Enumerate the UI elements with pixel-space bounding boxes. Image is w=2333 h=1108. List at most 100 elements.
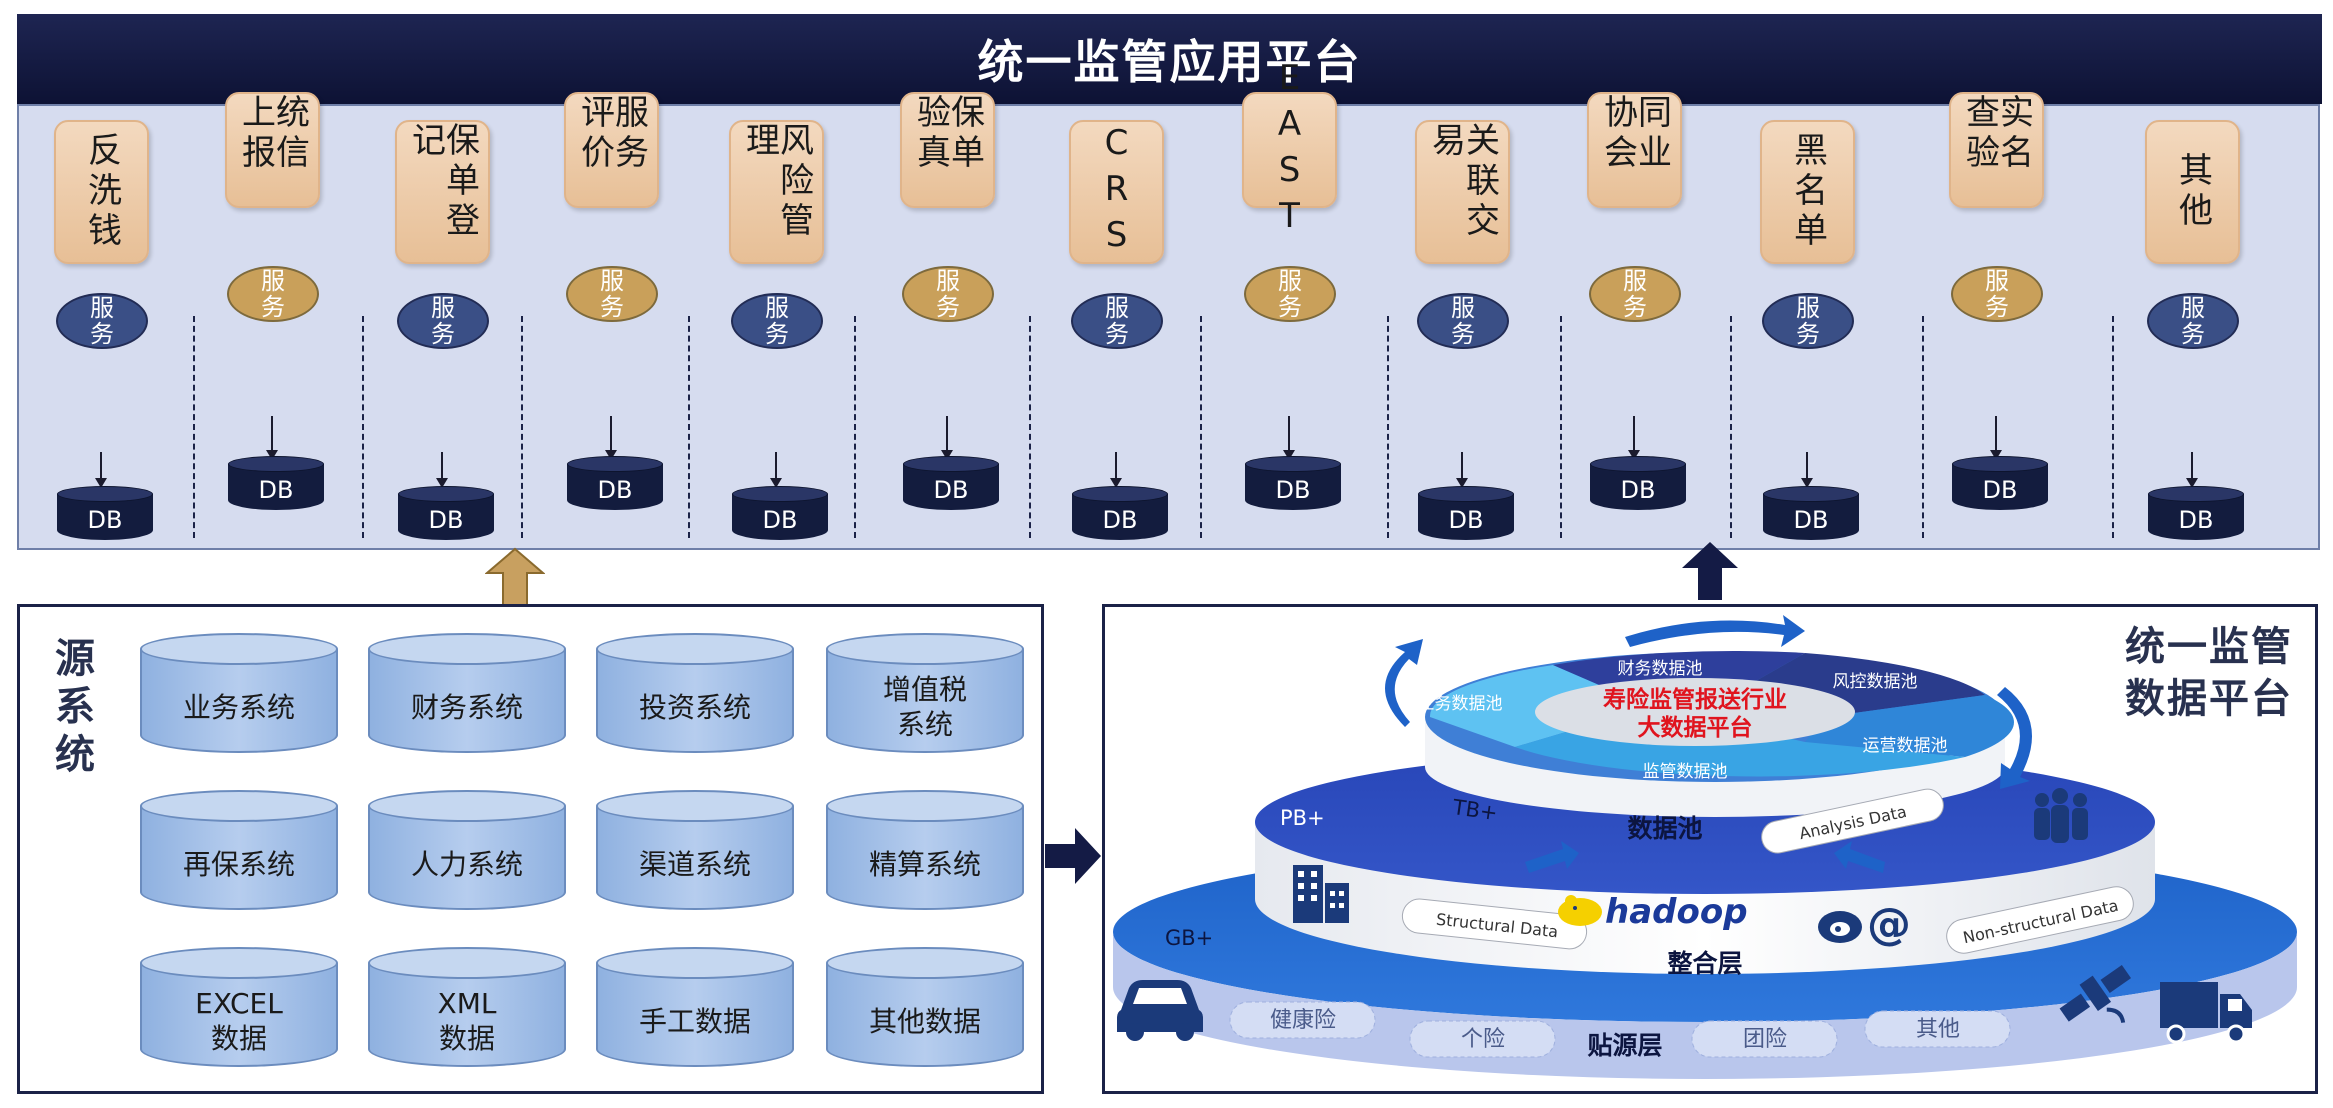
source-system-cylinder[interactable]: 其他数据 xyxy=(826,947,1024,1067)
service-node[interactable]: 服务 xyxy=(731,293,823,349)
hadoop-logo-icon: hadoop xyxy=(1558,892,1748,932)
app-column: EAST 服务 DB xyxy=(1227,58,1341,552)
source-system-label: 其他数据 xyxy=(868,1004,981,1038)
service-node[interactable]: 服务 xyxy=(1951,266,2043,322)
app-card[interactable]: 同业协会 xyxy=(1587,92,1682,208)
app-card[interactable]: EAST xyxy=(1242,58,1337,242)
service-to-db-connector xyxy=(610,416,612,452)
service-label: 服务 xyxy=(936,266,960,321)
app-card[interactable]: 保单验真 xyxy=(900,92,995,208)
db-cylinder-icon: DB xyxy=(1245,456,1341,510)
app-card[interactable]: 黑名单 xyxy=(1760,120,1855,264)
connector-arrowhead-icon xyxy=(941,450,953,460)
service-node[interactable]: 服务 xyxy=(397,293,489,349)
app-card[interactable]: 风险管理 xyxy=(729,120,824,264)
service-label: 服务 xyxy=(261,266,285,321)
data-platform-title: 统一监管 数据平台 xyxy=(2125,621,2293,725)
source-system-cylinder[interactable]: 业务系统 xyxy=(140,633,338,753)
app-card[interactable]: 反洗钱 xyxy=(54,120,149,264)
source-systems-title: 源系统 xyxy=(48,637,94,781)
source-system-cylinder[interactable]: 投资系统 xyxy=(596,633,794,753)
building-icon xyxy=(1293,865,1349,923)
pool-operation xyxy=(1805,695,2014,757)
app-label: 实名查验 xyxy=(1959,94,2034,174)
db-cylinder-icon: DB xyxy=(1952,456,2048,510)
app-column: 其他服务 DB xyxy=(2130,106,2244,552)
app-card[interactable]: 服务评价 xyxy=(564,92,659,208)
db-cylinder-icon: DB xyxy=(398,486,494,540)
app-platform-panel: 反洗钱服务 DB 统信上报服务 DB 保单登记服务 DB 服务评价服务 DB 风险管理服务 DB 保… xyxy=(17,58,2320,552)
service-to-db-connector xyxy=(946,416,948,452)
weibo-icon xyxy=(1818,911,1862,943)
service-node[interactable]: 服务 xyxy=(2147,293,2239,349)
source-item-group: 团险 xyxy=(1743,1027,1787,1052)
service-node[interactable]: 服务 xyxy=(56,293,148,349)
car-icon xyxy=(1117,980,1203,1041)
source-system-cylinder[interactable]: 手工数据 xyxy=(596,947,794,1067)
service-label: 服务 xyxy=(600,266,624,321)
app-card[interactable]: 统信上报 xyxy=(225,92,320,208)
source-system-cylinder[interactable]: XML 数据 xyxy=(368,947,566,1067)
data-platform-title-line2: 数据平台 xyxy=(2125,676,2293,722)
app-card[interactable]: 实名查验 xyxy=(1949,92,2044,208)
service-to-db-connector xyxy=(441,452,443,480)
service-node[interactable]: 服务 xyxy=(1071,293,1163,349)
connector-arrowhead-icon xyxy=(605,450,617,460)
up-arrow-gold-icon xyxy=(485,547,545,606)
source-system-cylinder[interactable]: 人力系统 xyxy=(368,790,566,910)
inflow-arrow-right-icon xyxy=(1834,841,1885,873)
source-system-label: 精算系统 xyxy=(868,847,981,881)
db-cylinder-icon: DB xyxy=(228,456,324,510)
gb-tier-label: GB+ xyxy=(1165,926,1213,950)
db-label: DB xyxy=(57,494,153,540)
source-item-health: 健康险 xyxy=(1270,1008,1336,1033)
cycle-arrow-top-icon xyxy=(1625,615,1805,647)
source-system-cylinder[interactable]: 财务系统 xyxy=(368,633,566,753)
source-system-cylinder[interactable]: 精算系统 xyxy=(826,790,1024,910)
source-system-cylinder[interactable]: 渠道系统 xyxy=(596,790,794,910)
connector-arrowhead-icon xyxy=(2186,478,2198,488)
structural-data-pill xyxy=(1401,898,1588,950)
service-node[interactable]: 服务 xyxy=(1244,266,1336,322)
service-node[interactable]: 服务 xyxy=(1589,266,1681,322)
pool-operation-label: 运营数据池 xyxy=(1863,736,1948,756)
source-system-label: 渠道系统 xyxy=(638,847,751,881)
db-cylinder-icon: DB xyxy=(903,456,999,510)
service-node[interactable]: 服务 xyxy=(227,266,319,322)
service-node[interactable]: 服务 xyxy=(566,266,658,322)
data-platform-title-line1: 统一监管 xyxy=(2125,624,2293,670)
app-label: 服务评价 xyxy=(574,94,649,174)
service-label: 服务 xyxy=(90,293,114,348)
source-systems-panel: 源系统 业务系统财务系统 投资系统 增值税 系统再保系统人力系统 渠道系统 精算系统 EX… xyxy=(17,604,1044,1094)
truck-icon xyxy=(2160,982,2252,1044)
db-label: DB xyxy=(2148,494,2244,540)
service-label: 服务 xyxy=(765,293,789,348)
db-label: DB xyxy=(1590,464,1686,510)
service-node[interactable]: 服务 xyxy=(1417,293,1509,349)
app-card[interactable]: 关联交易 xyxy=(1415,120,1510,264)
pool-risk-label: 风控数据池 xyxy=(1833,672,1918,692)
connector-arrowhead-icon xyxy=(1990,450,2002,460)
source-system-cylinder[interactable]: 增值税 系统 xyxy=(826,633,1024,753)
service-label: 服务 xyxy=(1985,266,2009,321)
service-node[interactable]: 服务 xyxy=(902,266,994,322)
service-label: 服务 xyxy=(1451,293,1475,348)
source-system-cylinder[interactable]: EXCEL 数据 xyxy=(140,947,338,1067)
app-column: CRS 服务 DB xyxy=(1054,106,1168,552)
app-label: 反洗钱 xyxy=(81,132,122,252)
app-label: 关联交易 xyxy=(1425,122,1500,242)
non-structural-data-pill xyxy=(1946,886,2134,954)
source-system-label: 投资系统 xyxy=(638,690,751,724)
column-divider xyxy=(193,316,195,538)
app-card[interactable]: CRS xyxy=(1069,120,1164,264)
people-icon xyxy=(2034,788,2088,843)
app-card[interactable]: 保单登记 xyxy=(395,120,490,264)
column-divider xyxy=(362,316,364,538)
app-card[interactable]: 其他 xyxy=(2145,120,2240,264)
db-cylinder-icon: DB xyxy=(1072,486,1168,540)
column-divider xyxy=(688,316,690,538)
source-system-cylinder[interactable]: 再保系统 xyxy=(140,790,338,910)
service-node[interactable]: 服务 xyxy=(1762,293,1854,349)
